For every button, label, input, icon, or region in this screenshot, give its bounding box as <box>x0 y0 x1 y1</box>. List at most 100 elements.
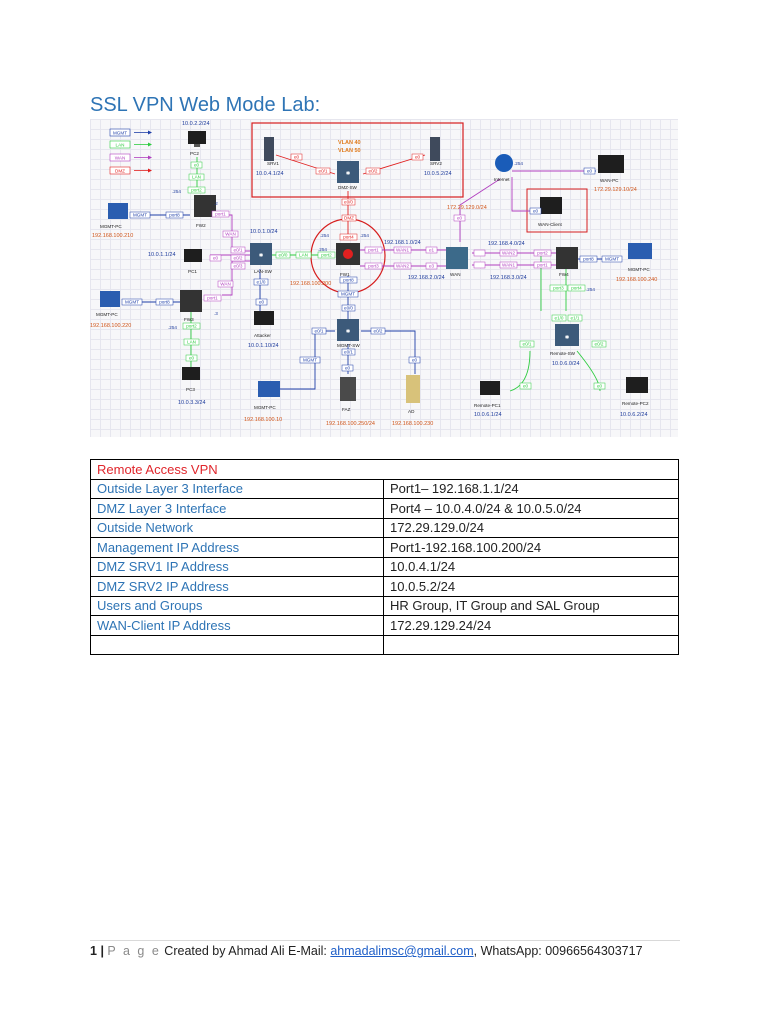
svg-text:192.168.100.210: 192.168.100.210 <box>92 233 133 239</box>
legend-dmz: DMZ <box>109 166 152 175</box>
svg-text:DMZ-SW: DMZ-SW <box>338 185 358 190</box>
vlan50-label: VLAN 50 <box>338 148 361 154</box>
svg-text:e0: e0 <box>412 358 418 363</box>
pc3-node: PC3 10.0.3.3/24 <box>178 367 206 406</box>
svg-text:e0: e0 <box>415 155 421 160</box>
internet-node: .254 Internet <box>494 154 523 182</box>
svg-text:.254: .254 <box>318 247 327 252</box>
svg-text:192.168.4.0/24: 192.168.4.0/24 <box>488 241 525 247</box>
svg-text:port1: port1 <box>215 212 226 217</box>
table-row: Users and Groups HR Group, IT Group and … <box>90 595 679 616</box>
svg-text:MGMT: MGMT <box>303 358 317 363</box>
svg-text:.254: .254 <box>172 189 181 194</box>
email-link[interactable]: ahmadalimsc@gmail.com <box>330 944 474 958</box>
svg-text:WAN-PC: WAN-PC <box>600 178 619 183</box>
svg-text:WAN1: WAN1 <box>502 263 516 268</box>
svg-text:e0/1: e0/1 <box>319 169 328 174</box>
svg-text:WAN: WAN <box>115 156 126 161</box>
wanclient-node: WAN-Client <box>538 197 563 227</box>
pc2-monitor-icon <box>188 131 206 144</box>
svg-text:e0/1: e0/1 <box>523 342 532 347</box>
svg-text:MGMT: MGMT <box>605 257 619 262</box>
pc1-monitor-icon <box>184 249 202 262</box>
legend-wan: WAN <box>109 153 152 162</box>
svg-text:e1/1: e1/1 <box>571 316 580 321</box>
svg-text:192.168.100.10: 192.168.100.10 <box>244 417 282 423</box>
legend: MGMT LAN WAN DMZ <box>109 128 152 175</box>
svg-text:port4: port4 <box>343 235 354 240</box>
table-row: DMZ SRV2 IP Address 10.0.5.2/24 <box>90 576 679 597</box>
svg-text:port1: port1 <box>368 248 379 253</box>
fw4-node: FW4 <box>556 247 578 277</box>
vlan40-label: VLAN 40 <box>338 140 361 146</box>
srv2-node: SRV2 10.0.5.2/24 <box>424 137 452 177</box>
svg-text:PC1: PC1 <box>188 269 197 274</box>
internet-globe-icon <box>495 154 513 172</box>
svg-text:192.168.2.0/24: 192.168.2.0/24 <box>408 275 445 281</box>
svg-text:MGMT-PC: MGMT-PC <box>254 405 276 410</box>
svg-text:e0/1: e0/1 <box>315 329 324 334</box>
pc2-node: 10.0.2.2/24 PC2 <box>182 121 210 156</box>
network-topology: MGMT LAN WAN DMZ 10.0.2.2/24 PC2 <box>90 121 657 427</box>
svg-text:Attacker: Attacker <box>254 333 271 338</box>
table-row: Outside Network 172.29.129.0/24 <box>90 517 679 538</box>
svg-text:e0/0: e0/0 <box>344 306 353 311</box>
attacker-node: Attacker 10.0.1.10/24 <box>248 311 279 349</box>
wanpc-monitor-icon <box>598 155 624 173</box>
wanpc-node: WAN-PC 172.29.129.10/24 <box>594 155 637 193</box>
footer-credit: Created by Ahmad Ali E-Mail: <box>164 944 327 958</box>
svg-text:e0/1: e0/1 <box>234 248 243 253</box>
svg-text:WAN: WAN <box>225 232 236 237</box>
pc3-monitor-icon <box>182 367 200 380</box>
table-value: Port1– 192.168.1.1/24 <box>383 478 679 499</box>
svg-text:FW2: FW2 <box>196 223 206 228</box>
table-key: Outside Network <box>90 517 384 538</box>
fw2-mgmt-pc-icon <box>108 203 128 219</box>
svg-text:PC2: PC2 <box>190 151 199 156</box>
svg-text:Remote-PC1: Remote-PC1 <box>474 403 501 408</box>
svg-text:e0: e0 <box>213 256 219 261</box>
svg-text:port2: port2 <box>191 188 202 193</box>
svg-text:e0: e0 <box>194 163 200 168</box>
fw1-node: FW1 192.168.100.200 <box>290 243 360 287</box>
table-value: 10.0.4.1/24 <box>383 556 679 577</box>
svg-text:10.0.2.2/24: 10.0.2.2/24 <box>182 121 210 127</box>
svg-text:e0: e0 <box>189 356 195 361</box>
svg-text:LAN: LAN <box>192 175 201 180</box>
svg-text:192.168.100.200: 192.168.100.200 <box>290 281 331 287</box>
svg-text:e0: e0 <box>597 384 603 389</box>
svg-text:e0/2: e0/2 <box>374 329 383 334</box>
ad-node: AD 192.168.100.230 <box>392 375 433 427</box>
remote-pc1-monitor-icon <box>480 381 500 395</box>
table-key <box>90 634 384 655</box>
svg-text:✱: ✱ <box>565 334 570 341</box>
table-row: DMZ SRV1 IP Address 10.0.4.1/24 <box>90 556 679 577</box>
table-value: 172.29.129.24/24 <box>383 615 679 636</box>
svg-text:port8: port8 <box>159 300 170 305</box>
legend-mgmt: MGMT <box>109 128 152 137</box>
table-row-empty <box>90 634 679 655</box>
svg-text:MGMT-PC: MGMT-PC <box>628 267 650 272</box>
table-key: DMZ SRV1 IP Address <box>90 556 384 577</box>
svg-text:10.0.6.0/24: 10.0.6.0/24 <box>552 361 580 367</box>
remote-pc1-node: Remote-PC1 10.0.6.1/24 <box>474 381 502 418</box>
svg-text:SRV2: SRV2 <box>430 161 442 166</box>
srv2-server-icon <box>430 137 440 161</box>
table-value: Port1-192.168.100.200/24 <box>383 537 679 558</box>
svg-text:.254: .254 <box>360 233 369 238</box>
table-key: Outside Layer 3 Interface <box>90 478 384 499</box>
svg-text:MGMT: MGMT <box>113 131 127 136</box>
svg-text:port8: port8 <box>583 257 594 262</box>
svg-text:MGMT-PC: MGMT-PC <box>96 312 118 317</box>
svg-text:e0/3: e0/3 <box>234 264 243 269</box>
svg-text:DMZ: DMZ <box>344 216 354 221</box>
remote-pc2-monitor-icon <box>626 377 648 393</box>
table-value: Port4 – 10.0.4.0/24 & 10.0.5.0/24 <box>383 498 679 519</box>
svg-text:MGMT-SW: MGMT-SW <box>337 343 360 348</box>
remotesw-switch-icon <box>555 324 579 346</box>
srv1-server-icon <box>264 137 274 161</box>
fw2-mgmt-pc-node: MGMT-PC 192.168.100.210 <box>92 203 133 239</box>
svg-text:✱: ✱ <box>346 328 351 335</box>
svg-text:10.0.1.10/24: 10.0.1.10/24 <box>248 343 279 349</box>
svg-text:port1: port1 <box>537 263 548 268</box>
